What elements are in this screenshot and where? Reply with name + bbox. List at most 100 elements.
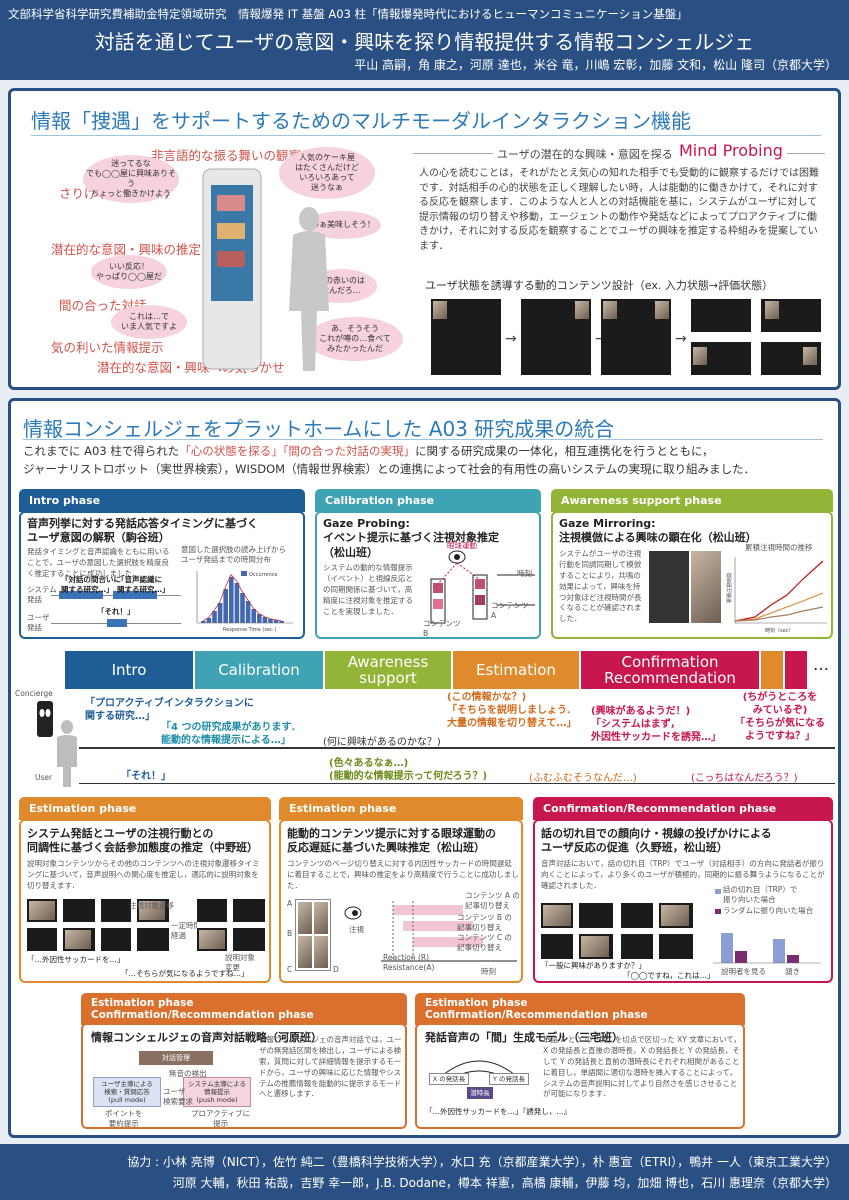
panel-calibration-text: システムの動的な情報提示（イベント）と視線反応との同期関係に基づいて，高精度に注… [323,563,413,616]
est-conf1-arrow-top: 無音の検出 [169,1069,207,1078]
section1-title: 情報「捜遇」をサポートするためのマルチモーダルインタラクション機能 [31,109,691,133]
est1-quote-2: 「…そちらが気になるようですね…」 [121,969,249,978]
tile-photo [199,930,225,949]
panel-intro-title: 音声列挙に対する発話応答タイミングに基づく ユーザ意図の解釈（駒谷班） [27,517,258,545]
arrow-icon: → [675,331,687,347]
panel-intro-body: 音声列挙に対する発話応答タイミングに基づく ユーザ意図の解釈（駒谷班） 発話タイ… [19,511,305,639]
user-label: User [35,773,53,782]
intro-sys-bar-1 [59,591,103,599]
awareness-x-label: 時刻（sec） [765,627,793,634]
intro-hist-bar [245,601,251,623]
mind-probing-body: 人の心を読むことは，それがたとえ気心の知れた相手でも受動的に観察するだけでは困難… [419,168,819,252]
est1-wait-label: 一定時間 経過 [171,921,201,941]
panel-awareness-text: システムがユーザの注視行動を同調同期して模倣することにより，共鳴の効果によって，… [559,549,642,624]
kiosk-illustration-icon [202,168,329,371]
panel-intro: Intro phase 音声列挙に対する発話応答タイミングに基づく ユーザ意図の… [19,489,305,639]
panel-estimation-1-text: 説明対象コンテンツからその他のコンテンツへの注視対象遷移タイミングに基づいて，音… [27,859,260,890]
conf-legend-swatch-2 [715,909,721,914]
calibration-diagram-icon [430,550,535,624]
panel-est-conf-2-body: 発話音声の「間」生成モデル（三宅班） X の発話長 Y の発話長 潜時長 「…外… [415,1023,745,1129]
est2-reaction: Reaction (R) [383,953,430,962]
tile-cross-h [197,922,265,928]
intro-user-utt: 「それ！」 [97,607,135,616]
section2-title: 情報コンシェルジェをプラットホームにした A03 研究成果の統合 [23,417,615,441]
est2-resistance: Resistance(A) [383,963,435,972]
panel-confirmation: Confirmation/Recommendation phase 話の切れ目で… [533,797,833,983]
pull-mode-box: ユーザ主導による 検索・質問応答 (pull mode) [93,1077,161,1107]
conf-x-label-1: 説明者を見る [721,967,766,976]
panel-estimation-1-tab: Estimation phase [19,797,271,820]
est2-label-a: A [287,899,293,908]
est-conf2-quote: 「…外因性サッカードを…」『誘発し，…』 [425,1107,572,1116]
awareness-series-1 [734,560,824,622]
poster-title: 対話を通じてユーザの意図・興味を探り情報提供する情報コンシェルジェ [94,30,755,54]
label-thoughtful-info: 気の利いた情報提示 [51,340,164,355]
intro-hist-bar [240,593,245,623]
intro-hist-curve [202,573,282,622]
intro-chart-caption: 意図した選択肢の読み上げから ユーザ発話までの時間分布 [181,545,286,565]
user-timeline [79,783,835,784]
tile-photo [314,902,328,934]
tile-cross-h [621,928,693,934]
calibration-content-b: コンテンツ B [423,619,461,639]
section2-rule [23,439,823,440]
mind-probing-subtitle: ユーザの潜在的な興味・意図を探る [493,146,677,162]
conf-quote-2: 「◯◯ですね，これは…」 [623,971,715,980]
dynamic-tile-4 [691,299,821,375]
tile-photo [661,905,689,926]
est2-label-c: C [287,965,293,974]
conf-legend-2: ランダムに振り向いた場合 [723,906,813,915]
panel-est-conf-1: Estimation phase Confirmation/Recommenda… [81,993,407,1129]
tile-photo [765,301,779,319]
conf-bar [721,933,733,963]
panel-calibration: Calibration phase Gaze Probing: イベント提示に基… [315,489,541,639]
est1-tile-3 [197,899,265,951]
tile-cross-h [541,928,613,934]
panel-calibration-tab: Calibration phase [315,489,541,512]
panel-awareness-body: Gaze Mirroring: 注視模倣による興味の顕在化（松山班） システムが… [551,511,833,639]
section-multimodal-interaction: 情報「捜遇」をサポートするためのマルチモーダルインタラクション機能 非言語的な振… [8,88,841,390]
concierge-timeline [79,747,835,749]
tile-photo [433,301,447,319]
tile-photo [29,901,55,920]
bubble-user-4: あ、そうそう これが噂の…食べて みたかったんだ [307,317,403,361]
intro-user-bar [107,619,127,627]
intro-hist-bar [229,577,234,623]
est2-timing-diagram-icon [344,901,517,962]
conf-legend-swatch-1 [715,889,721,894]
tile-cross-h [27,922,95,928]
phase-estimation: Estimation [453,651,579,689]
intro-hist-bar [212,611,217,623]
intro-hist-bar [268,619,273,623]
section2-intro-line2: ジャーナリストロボット（実世界検索），WISDOM（情報世界検索）との連携によっ… [23,462,756,476]
awareness-photo-user [691,551,721,623]
tile-photo [139,901,165,920]
dialogue-concierge-6: (ちがうところを みているぞ) 「そちらが気になる ようですね？」 [735,692,825,742]
conf-quote-1: 「一般に興味がありますか？」 [541,961,646,970]
tile-photo [298,936,312,968]
est1-quote-1: 「…外因性サッカードを…」 [27,955,125,964]
panel-estimation-1-body: システム発話とユーザの注視行動との 同調性に基づく会話参加態度の推定（中野班） … [19,819,271,983]
tile-photo [314,936,328,968]
est2-time: 時刻 [481,967,496,976]
dialogue-user-1: 「それ！」 [121,771,171,782]
panel-est-conf-2-tab: Estimation phase Confirmation/Recommenda… [415,993,745,1026]
panel-calibration-title: Gaze Probing: イベント提示に基づく注視対象推定 （松山班） [323,517,499,559]
tile-photo [603,301,617,319]
intro-hist-bar [217,603,223,623]
authors-line: 平山 高嗣，角 康之，河原 達也，米谷 竜，川嶋 宏彰，加藤 文和，松山 隆司（… [354,58,837,72]
calibration-eye-label: 眼球運動 [447,541,477,550]
est2-label-b: B [287,929,293,938]
intro-hist-bar [279,621,284,623]
panel-confirmation-tab: Confirmation/Recommendation phase [533,797,833,820]
intro-highlight-2: 「間の合った対話の実現」 [282,444,416,458]
panel-confirmation-title: 話の切れ目での顔向け・視線の投げかけによる ユーザ反応の促進（久野班，松山班） [541,827,772,855]
panel-estimation-2: Estimation phase 能動的コンテンツ提示に対する眼球運動の 反応遅… [279,797,523,983]
dynamic-tile-2 [521,299,591,375]
intro-text: これまでに A03 柱で得られた [23,444,180,458]
intro-legend-label: Occurrence [249,572,278,578]
awareness-photo-display [649,551,689,623]
cooperation-line-2: 河原 大輔，秋田 祐哉，吉野 幸一郎，J.B. Dodane，樽本 祥憲，高橋 … [172,1176,837,1190]
cooperation-line-1: 協力 : 小林 亮博（NICT），佐竹 純二（豊橋科学技術大学），水口 充（京都… [127,1155,837,1169]
bubble-concierge-3: これは…で いま人気ですよ [111,305,187,339]
